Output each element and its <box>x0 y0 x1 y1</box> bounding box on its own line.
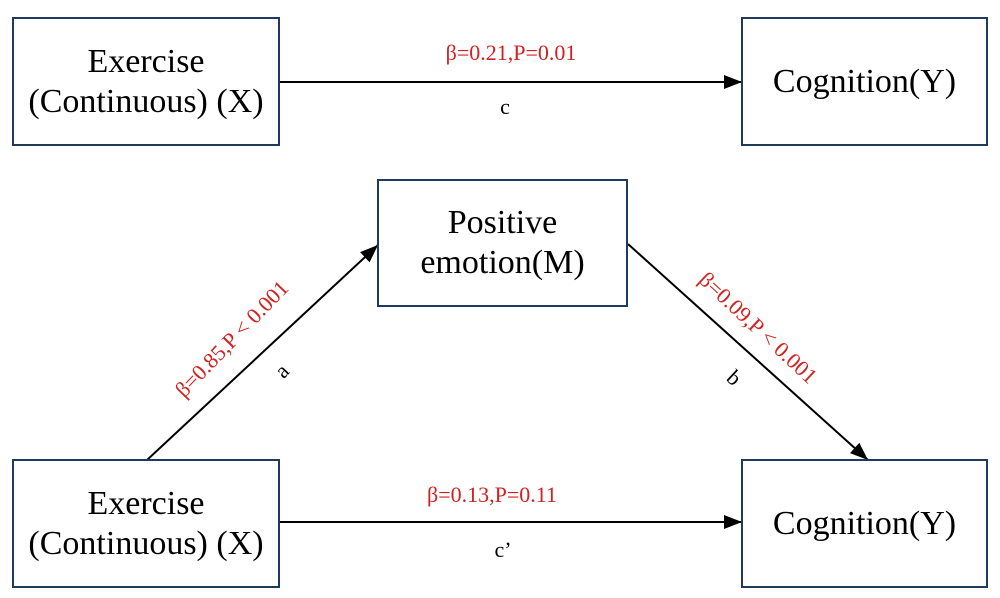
node-exercise-bottom-line1: Exercise <box>87 484 205 522</box>
path-c-prime-stat: β=0.13,P=0.11 <box>427 482 557 507</box>
arrow-a <box>146 244 379 461</box>
node-exercise-top-line2: (Continuous) (X) <box>28 82 264 120</box>
node-exercise-bottom-line2: (Continuous) (X) <box>28 524 264 562</box>
node-exercise-top-line1: Exercise <box>87 42 205 80</box>
node-positive-emotion-line1: Positive <box>447 204 558 241</box>
node-cognition-bottom-text: Cognition(Y) <box>772 504 957 542</box>
node-positive-emotion: Positive emotion(M) <box>377 179 628 307</box>
path-c-stat: β=0.21,P=0.01 <box>445 40 577 65</box>
path-c-label: c <box>500 94 510 119</box>
arrow-b <box>627 243 869 461</box>
node-exercise-bottom: Exercise (Continuous) (X) <box>12 459 280 588</box>
path-c-prime-label: c’ <box>494 537 512 562</box>
node-cognition-top-text: Cognition(Y) <box>772 62 957 100</box>
node-exercise-top: Exercise (Continuous) (X) <box>12 17 280 146</box>
node-positive-emotion-line2: emotion(M) <box>420 244 585 281</box>
node-cognition-top: Cognition(Y) <box>741 17 988 146</box>
node-cognition-bottom: Cognition(Y) <box>741 459 988 588</box>
